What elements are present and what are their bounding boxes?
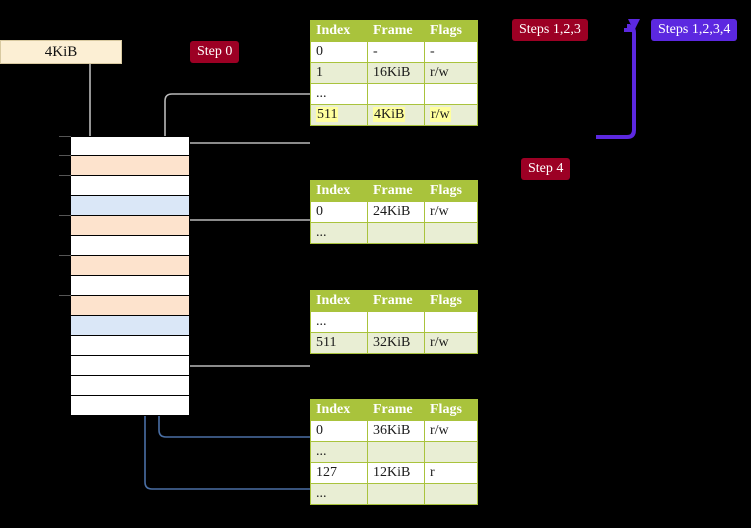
column-header-frame: Frame bbox=[367, 180, 425, 202]
frame-tick-mark bbox=[59, 155, 71, 156]
highlighted-value: 511 bbox=[316, 107, 339, 122]
table-cell-index: 0 bbox=[310, 420, 368, 442]
table-cell-frame bbox=[367, 483, 425, 505]
table-row: ... bbox=[310, 441, 478, 463]
highlighted-value: 4KiB bbox=[373, 107, 406, 122]
memory-frame-row bbox=[59, 175, 190, 196]
table-cell-frame: - bbox=[367, 41, 425, 63]
frame-tick-mark bbox=[59, 175, 71, 176]
column-header-frame: Frame bbox=[367, 399, 425, 421]
frame-tick-mark bbox=[59, 295, 71, 296]
source-frame-box: 4KiB bbox=[0, 40, 122, 64]
frame-tick-mark bbox=[59, 136, 71, 137]
table-row: ... bbox=[310, 483, 478, 505]
memory-frame-row bbox=[59, 295, 190, 316]
table-cell-frame bbox=[367, 441, 425, 463]
highlighted-value: r/w bbox=[430, 107, 451, 122]
table-cell-index: 0 bbox=[310, 41, 368, 63]
table-cell-frame bbox=[367, 83, 425, 105]
table-cell-flags: r/w bbox=[424, 62, 478, 84]
table-cell-index: ... bbox=[310, 483, 368, 505]
column-header-flags: Flags bbox=[424, 180, 478, 202]
memory-frame-row bbox=[70, 276, 190, 296]
column-header-index: Index bbox=[310, 20, 368, 42]
table-row: ... bbox=[310, 83, 478, 105]
table-cell-flags bbox=[424, 83, 478, 105]
table-row: 511 4KiB r/w bbox=[310, 104, 478, 126]
memory-frame-row bbox=[70, 316, 190, 336]
table-cell-index: 511 bbox=[310, 104, 368, 126]
physical-memory-column bbox=[59, 136, 190, 416]
memory-frame-row bbox=[59, 136, 190, 156]
table-row: 0-- bbox=[310, 41, 478, 63]
memory-frame-row bbox=[70, 336, 190, 356]
column-header-index: Index bbox=[310, 180, 368, 202]
table-cell-index: ... bbox=[310, 222, 368, 244]
table-cell-index: 127 bbox=[310, 462, 368, 484]
table-cell-flags bbox=[424, 311, 478, 333]
table-cell-frame: 36KiB bbox=[367, 420, 425, 442]
table-cell-index: ... bbox=[310, 83, 368, 105]
memory-frame-row bbox=[70, 196, 190, 216]
column-header-index: Index bbox=[310, 290, 368, 312]
memory-frame-row bbox=[70, 376, 190, 396]
frame-tick-mark bbox=[59, 215, 71, 216]
memory-frame-row bbox=[70, 236, 190, 256]
column-header-flags: Flags bbox=[424, 20, 478, 42]
table-cell-frame: 4KiB bbox=[367, 104, 425, 126]
frame-tick-mark bbox=[59, 255, 71, 256]
memory-frame-row bbox=[59, 155, 190, 176]
column-header-flags: Flags bbox=[424, 399, 478, 421]
table-cell-frame bbox=[367, 222, 425, 244]
table-cell-flags: r/w bbox=[424, 420, 478, 442]
table-cell-flags: - bbox=[424, 41, 478, 63]
table-cell-frame: 12KiB bbox=[367, 462, 425, 484]
column-header-frame: Frame bbox=[367, 290, 425, 312]
table-cell-index: 0 bbox=[310, 201, 368, 223]
table-cell-index: 511 bbox=[310, 332, 368, 354]
table-cell-index: ... bbox=[310, 441, 368, 463]
label-step-4: Step 4 bbox=[521, 158, 571, 180]
table-row: ... bbox=[310, 222, 478, 244]
column-header-index: Index bbox=[310, 399, 368, 421]
memory-frame-row bbox=[59, 255, 190, 276]
table-cell-flags bbox=[424, 222, 478, 244]
table-cell-flags: r/w bbox=[424, 332, 478, 354]
table-cell-frame: 32KiB bbox=[367, 332, 425, 354]
table-cell-index: 1 bbox=[310, 62, 368, 84]
table-cell-frame: 16KiB bbox=[367, 62, 425, 84]
table-cell-flags bbox=[424, 483, 478, 505]
table-cell-flags: r bbox=[424, 462, 478, 484]
table-row: ... bbox=[310, 311, 478, 333]
table-cell-frame bbox=[367, 311, 425, 333]
table-cell-frame: 24KiB bbox=[367, 201, 425, 223]
table-cell-flags: r/w bbox=[424, 201, 478, 223]
column-header-flags: Flags bbox=[424, 290, 478, 312]
column-header-frame: Frame bbox=[367, 20, 425, 42]
memory-frame-row bbox=[59, 215, 190, 236]
table-cell-index: ... bbox=[310, 311, 368, 333]
memory-frame-row bbox=[70, 396, 190, 416]
label-steps-123: Steps 1,2,3 bbox=[512, 19, 588, 41]
table-cell-flags bbox=[424, 441, 478, 463]
table-cell-flags: r/w bbox=[424, 104, 478, 126]
memory-frame-row bbox=[70, 356, 190, 376]
label-step-0: Step 0 bbox=[190, 41, 240, 63]
label-steps-1234: Steps 1,2,3,4 bbox=[651, 19, 738, 41]
